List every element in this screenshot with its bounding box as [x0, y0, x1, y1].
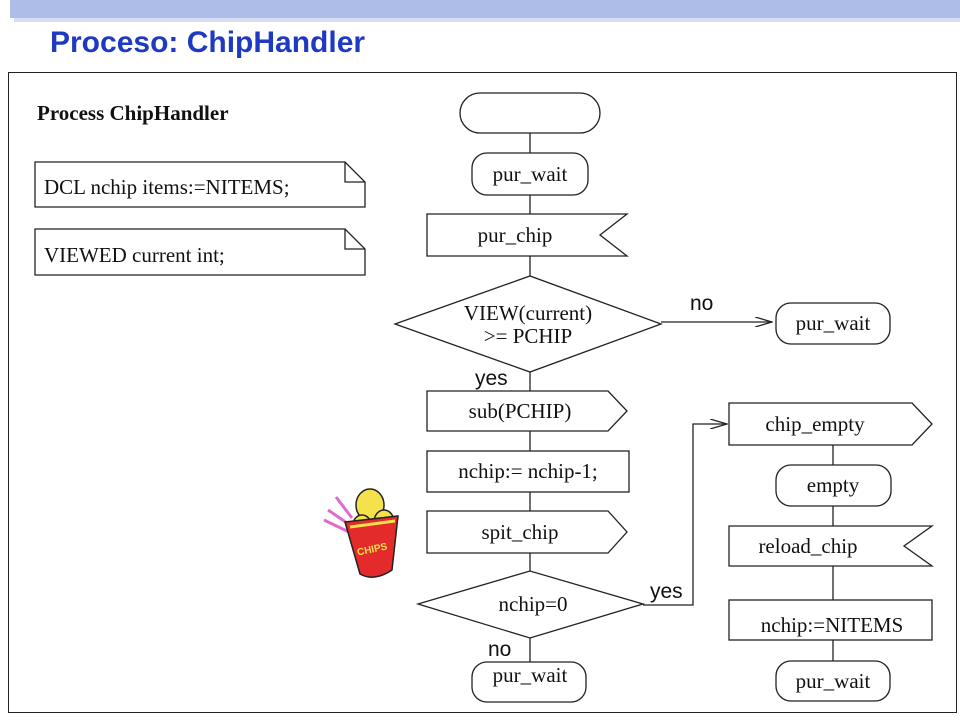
- state-pur-wait-bottom-label: pur_wait: [493, 663, 568, 687]
- slide-title: Proceso: ChipHandler: [50, 26, 366, 59]
- declaration-dcl: DCL nchip items:=NITEMS;: [34, 161, 366, 208]
- input-signal-reload-chip: [728, 525, 935, 567]
- output-sub-label: sub(PCHIP): [469, 399, 572, 423]
- state-pur-wait-right-bottom-label: pur_wait: [796, 669, 871, 693]
- arrow-yes-branch: [643, 424, 727, 606]
- task-reset-nchip: [728, 599, 933, 641]
- decision-view-line2: >= PCHIP: [484, 324, 572, 348]
- decision-view-no-label: no: [690, 292, 713, 315]
- start-symbol: [459, 92, 601, 134]
- state-pur-wait-top: [471, 152, 589, 196]
- output-signal-chip-empty: [728, 402, 933, 446]
- output-signal-spit-chip: [426, 510, 628, 554]
- input-reload-label: reload_chip: [758, 534, 857, 558]
- declaration-viewed-text: VIEWED current int;: [44, 243, 225, 267]
- title-bar-decoration: [10, 0, 960, 18]
- decision-view-current: [393, 275, 663, 373]
- decision-nchip-yes-label: yes: [650, 580, 683, 603]
- process-heading: Process ChipHandler: [37, 101, 229, 125]
- state-pur-wait-no-branch-label: pur_wait: [796, 311, 871, 335]
- chips-bag-icon: CHIPS: [323, 488, 399, 578]
- output-signal-sub-pchip: [426, 390, 628, 432]
- decision-view-line1: VIEW(current): [464, 301, 592, 325]
- state-pur-wait-top-label: pur_wait: [493, 162, 568, 186]
- state-pur-wait-bottom: [471, 661, 587, 703]
- title-bar-shadow: [14, 18, 960, 22]
- declaration-viewed: VIEWED current int;: [34, 228, 366, 276]
- output-spit-label: spit_chip: [482, 520, 559, 544]
- diagram-frame: [8, 72, 957, 713]
- decision-nchip-label: nchip=0: [499, 592, 568, 616]
- decision-nchip-zero: [415, 570, 646, 639]
- task-decrement-label: nchip:= nchip-1;: [458, 459, 598, 483]
- decision-nchip-no-label: no: [488, 638, 511, 661]
- state-pur-wait-no-branch: [775, 302, 891, 345]
- state-pur-wait-right-bottom: [775, 660, 891, 702]
- input-pur-chip-label: pur_chip: [478, 223, 553, 247]
- task-decrement-nchip: [426, 450, 630, 493]
- state-empty: [775, 464, 892, 507]
- input-signal-pur-chip: [426, 213, 629, 257]
- output-chip-empty-label: chip_empty: [765, 412, 865, 436]
- state-empty-label: empty: [807, 473, 860, 497]
- task-reset-label: nchip:=NITEMS: [761, 613, 904, 637]
- declaration-dcl-text: DCL nchip items:=NITEMS;: [44, 175, 290, 199]
- decision-view-yes-label: yes: [475, 367, 508, 390]
